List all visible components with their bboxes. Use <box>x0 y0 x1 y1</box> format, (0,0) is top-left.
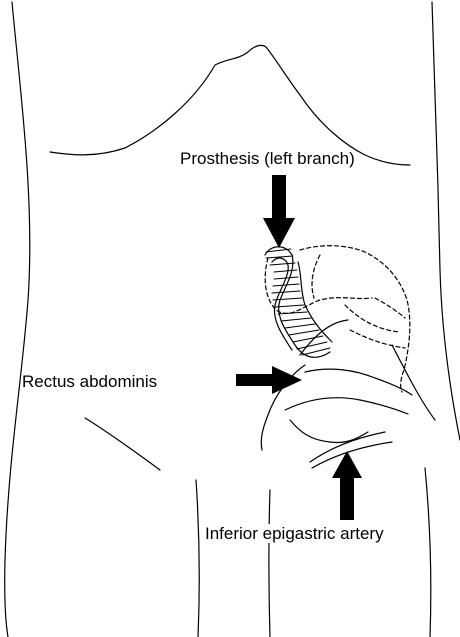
right-iliac-line <box>392 345 435 420</box>
dashed-outline <box>265 246 410 392</box>
right-thigh-line <box>269 490 270 637</box>
inferior-epigastric-artery-label: Inferior epigastric artery <box>205 524 384 543</box>
prosthesis-label: Prosthesis (left branch) <box>180 150 355 167</box>
ribcage-line <box>50 45 410 165</box>
left-iliac-line <box>85 418 160 470</box>
muscle-flap-lower <box>285 398 408 414</box>
muscle-flap-top <box>305 369 412 395</box>
arrow-rectus-icon <box>236 366 302 394</box>
arrow-prosthesis-icon <box>263 175 295 248</box>
right-thigh-line-2 <box>425 468 431 637</box>
left-thigh-line <box>196 480 199 637</box>
torso-left-outline <box>5 2 30 637</box>
torso-right-outline <box>432 2 460 440</box>
rectus-abdominis-label: Rectus abdominis <box>22 373 157 390</box>
arrow-epigastric-icon <box>332 451 362 520</box>
